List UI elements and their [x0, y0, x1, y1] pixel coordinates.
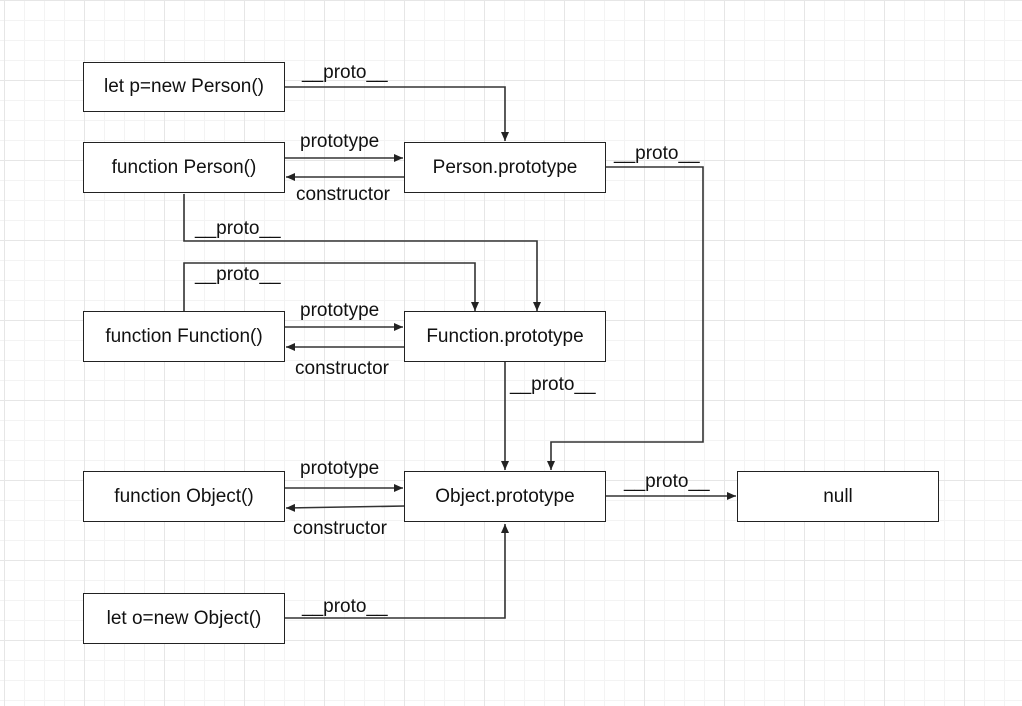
label-proto-person-prototype: __proto__	[613, 143, 700, 164]
edge-let-o-proto	[284, 524, 509, 619]
label-constructor-function: constructor	[295, 358, 390, 379]
label-prototype-person: prototype	[300, 131, 379, 152]
edge-person-prototype-proto	[547, 166, 704, 470]
label-constructor-object: constructor	[293, 518, 388, 539]
label-proto-object-prototype: __proto__	[623, 471, 710, 492]
edge-function-proto	[183, 262, 479, 311]
label-prototype-object: prototype	[300, 458, 379, 479]
node-function-object[interactable]: function Object()	[83, 471, 285, 522]
node-function-function[interactable]: function Function()	[83, 311, 285, 362]
edge-object-constructor	[285, 503, 406, 512]
node-let-o[interactable]: let o=new Object()	[83, 593, 285, 644]
node-null[interactable]: null	[737, 471, 939, 522]
label-proto-let-p: __proto__	[301, 62, 388, 83]
edge-let-p-proto	[284, 86, 509, 141]
edge-person-proto	[183, 194, 541, 311]
node-let-p[interactable]: let p=new Person()	[83, 62, 285, 112]
label-proto-let-o: __proto__	[301, 596, 388, 617]
label-constructor-person: constructor	[296, 184, 391, 205]
node-object-prototype[interactable]: Object.prototype	[404, 471, 606, 522]
node-person-prototype[interactable]: Person.prototype	[404, 142, 606, 193]
label-proto-person: __proto__	[194, 218, 281, 239]
label-prototype-function: prototype	[300, 300, 379, 321]
label-proto-function-prototype: __proto__	[509, 374, 596, 395]
label-proto-function: __proto__	[194, 264, 281, 285]
node-function-prototype[interactable]: Function.prototype	[404, 311, 606, 362]
node-function-person[interactable]: function Person()	[83, 142, 285, 193]
